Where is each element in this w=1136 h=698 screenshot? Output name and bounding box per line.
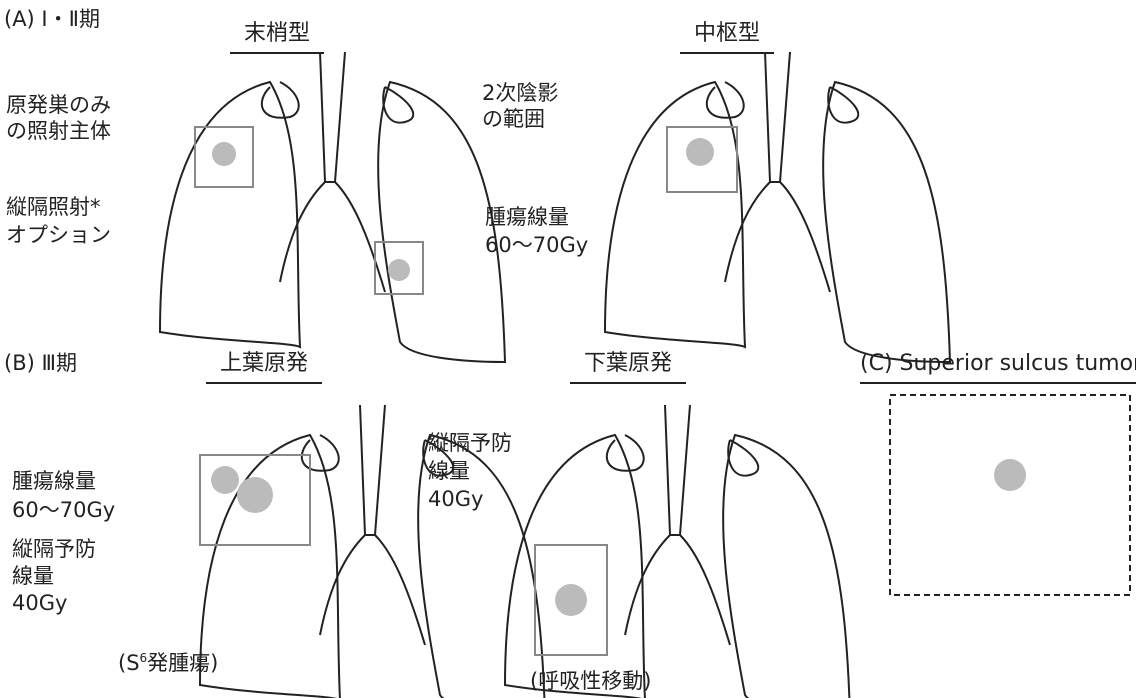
- note-dose-2: 60〜70Gy: [485, 232, 588, 259]
- superior-sulcus-diagram: [890, 395, 1130, 595]
- note-prevent-2: 線量: [12, 563, 54, 590]
- note-mediastinal-1: 縦隔照射*: [6, 194, 101, 221]
- note-s6-tumor: (S6発腫瘍): [118, 645, 218, 677]
- note-prevent-lower-2: 線量: [428, 458, 470, 485]
- note-primary-1: 原発巣のみ: [6, 92, 111, 119]
- lung-peripheral: [160, 52, 505, 362]
- note-dose-b-1: 腫瘍線量: [12, 468, 96, 495]
- lung-lower-lobe: [505, 405, 850, 698]
- note-respiratory-motion: (呼吸性移動): [530, 668, 651, 695]
- panel-b-label: (B) Ⅲ期: [4, 350, 77, 377]
- panel-c-label: (C) Superior sulcus tumor: [860, 350, 1136, 384]
- title-central: 中枢型: [680, 20, 774, 54]
- note-prevent-lower-3: 40Gy: [428, 486, 483, 513]
- note-primary-2: の照射主体: [6, 118, 111, 145]
- note-prevent-3: 40Gy: [12, 590, 67, 617]
- panel-a-label: (A) Ⅰ・Ⅱ期: [4, 6, 100, 33]
- note-shadow-1: 2次陰影: [482, 80, 558, 107]
- note-prevent-lower-1: 縦隔予防: [428, 430, 512, 457]
- note-mediastinal-2: オプション: [6, 222, 111, 249]
- note-dose-b-2: 60〜70Gy: [12, 497, 115, 524]
- title-lower-lobe: 下葉原発: [570, 350, 686, 384]
- note-prevent-1: 縦隔予防: [12, 536, 96, 563]
- note-shadow-2: の範囲: [482, 106, 545, 133]
- title-upper-lobe: 上葉原発: [206, 350, 322, 384]
- note-dose-1: 腫瘍線量: [485, 204, 569, 231]
- title-peripheral: 末梢型: [230, 20, 324, 54]
- lung-central: [605, 52, 950, 362]
